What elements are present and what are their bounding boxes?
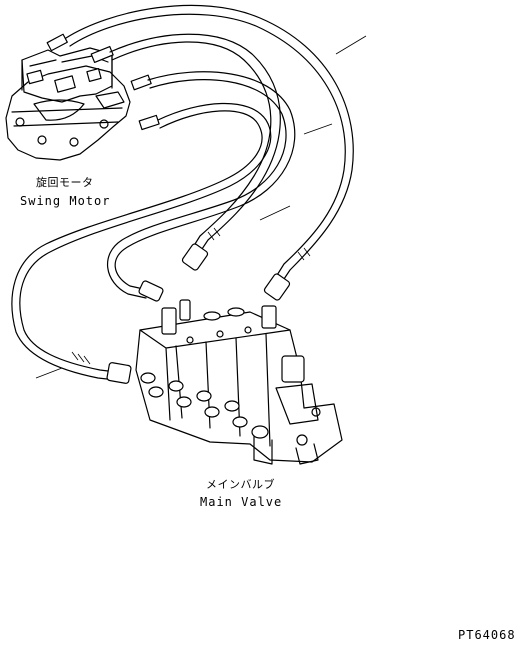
swing-motor [5,33,160,161]
main-valve [135,299,343,465]
swing-motor-label-en: Swing Motor [20,194,111,208]
hydraulic-hoses [11,4,354,384]
leader-lines [35,35,367,379]
main-valve-label-ja: メインバルブ [206,478,275,491]
main-valve-label-en: Main Valve [200,495,283,509]
swing-motor-label-ja: 旋回モータ [36,176,94,189]
figure-code: PT64068 [458,628,516,642]
